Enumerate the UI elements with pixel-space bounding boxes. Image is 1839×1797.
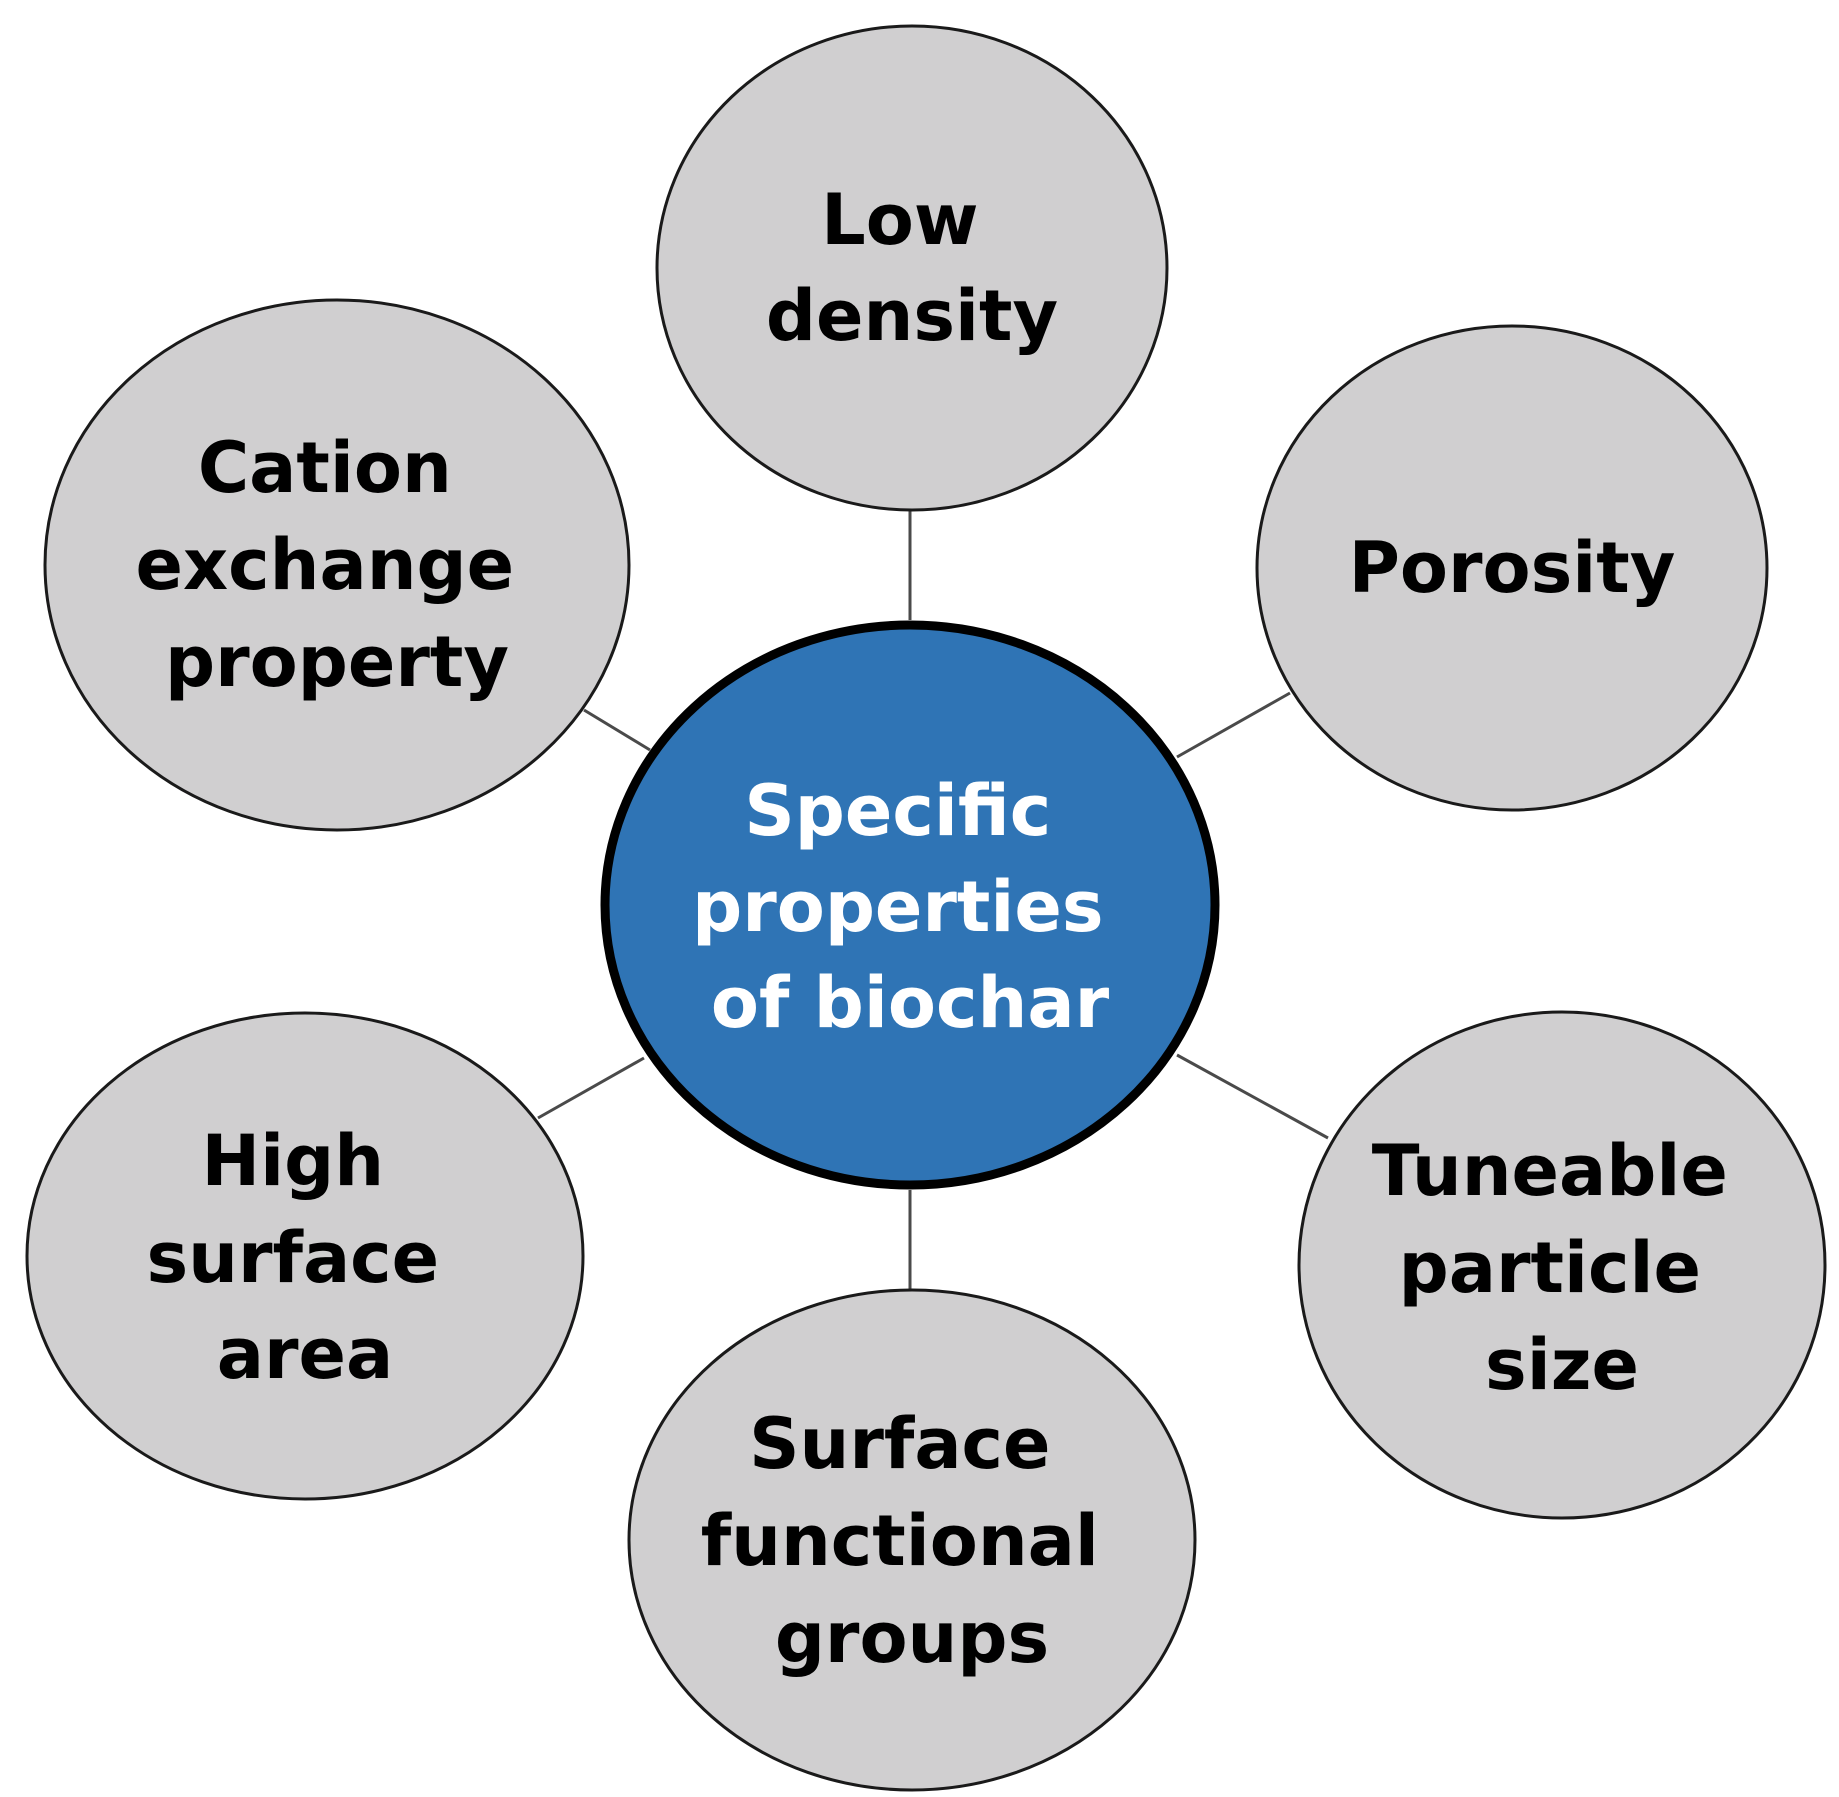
node-low-density-line-1: Low (821, 179, 978, 261)
node-porosity: Porosity (1255, 324, 1769, 812)
node-porosity-label: Porosity (1349, 527, 1676, 609)
node-tuneable-particle-size: Tuneable particle size (1297, 1010, 1827, 1520)
node-cation-exchange-property-label: Cation exchange property (136, 427, 539, 703)
connector-cation-exchange-property (583, 708, 651, 752)
center-node-line-3: of biochar (711, 962, 1110, 1044)
node-tuneable-particle-size-line-2: particle (1399, 1227, 1701, 1309)
center-node-label: Specific properties of biochar (692, 770, 1128, 1044)
node-surface-functional-groups-line-1: Surface (749, 1403, 1050, 1485)
node-high-surface-area-line-3: area (217, 1313, 393, 1395)
node-low-density: Low density (655, 24, 1169, 512)
center-node: Specific properties of biochar (600, 620, 1220, 1190)
node-cation-exchange-property-line-1: Cation (198, 427, 452, 509)
node-tuneable-particle-size-line-1: Tuneable (1372, 1130, 1728, 1212)
node-high-surface-area: High surface area (25, 1011, 585, 1501)
node-surface-functional-groups-line-2: functional (701, 1500, 1099, 1582)
node-cation-exchange-property-line-3: property (165, 621, 509, 703)
node-low-density-label: Low density (766, 179, 1058, 357)
node-high-surface-area-label: High surface area (146, 1120, 463, 1395)
node-high-surface-area-line-1: High (202, 1120, 385, 1202)
node-tuneable-particle-size-label: Tuneable particle size (1372, 1130, 1752, 1406)
center-node-line-2: properties (692, 866, 1103, 948)
center-node-line-1: Specific (744, 770, 1051, 852)
node-cation-exchange-property-line-2: exchange (136, 524, 515, 606)
node-surface-functional-groups: Surface functional groups (627, 1288, 1197, 1792)
node-surface-functional-groups-line-3: groups (775, 1597, 1049, 1679)
node-porosity-line-1: Porosity (1349, 527, 1676, 609)
connector-high-surface-area (537, 1056, 645, 1120)
node-tuneable-particle-size-line-3: size (1485, 1324, 1639, 1406)
node-low-density-line-2: density (766, 275, 1058, 357)
node-surface-functional-groups-label: Surface functional groups (701, 1403, 1124, 1679)
node-high-surface-area-line-2: surface (146, 1217, 439, 1299)
node-cation-exchange-property: Cation exchange property (43, 298, 631, 832)
connector-tuneable-particle-size (1176, 1053, 1329, 1140)
connector-porosity (1176, 691, 1291, 759)
